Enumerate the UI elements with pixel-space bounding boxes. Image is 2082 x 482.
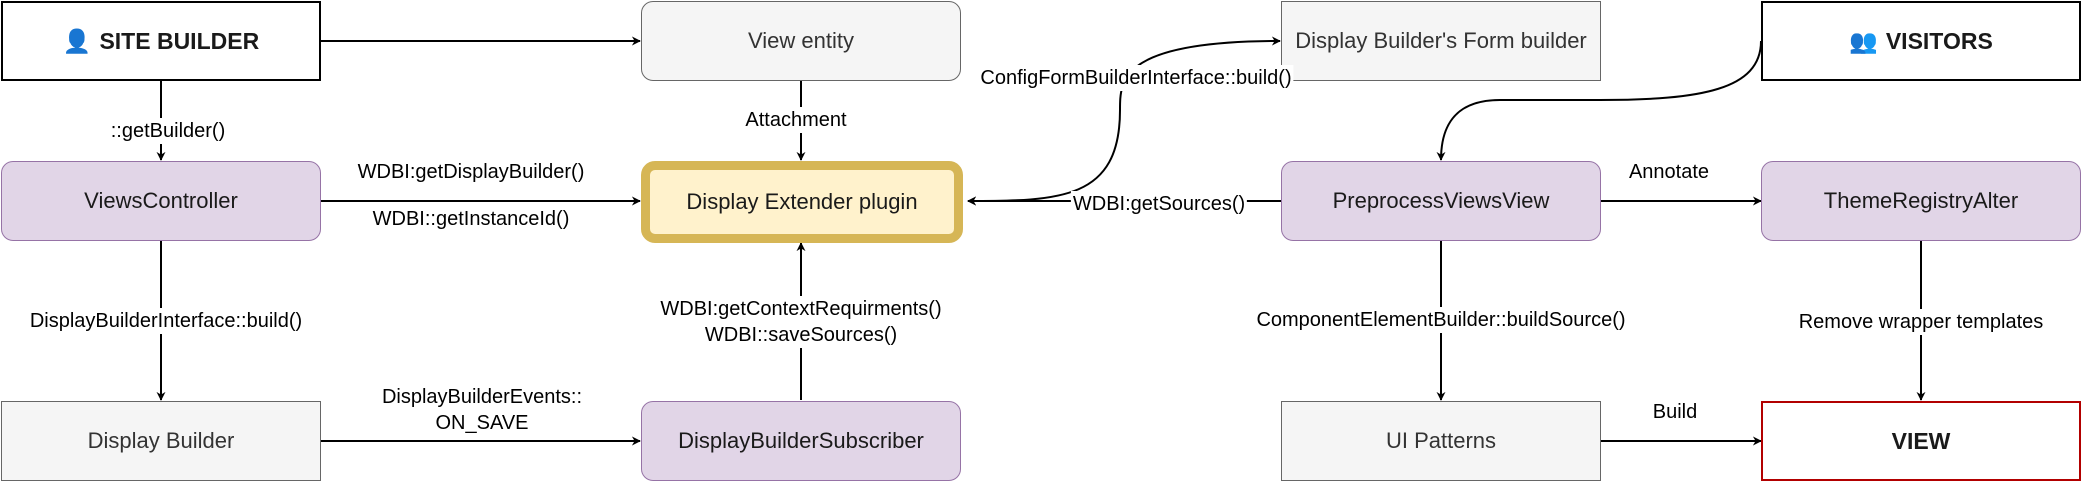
label-component-build-source: ComponentElementBuilder::buildSource() — [1254, 307, 1628, 333]
ui-patterns-node: UI Patterns — [1281, 401, 1601, 481]
theme-registry-alter-node: ThemeRegistryAlter — [1761, 161, 2081, 241]
label-config-form-build: ConfigFormBuilderInterface::build() — [978, 65, 1294, 91]
users-icon: 👥 — [1849, 27, 1878, 54]
views-controller-node: ViewsController — [1, 161, 321, 241]
label-get-sources: WDBI:getSources() — [1070, 191, 1248, 217]
site-builder-actor: 👤 SITE BUILDER — [1, 1, 321, 81]
label-build: Build — [1652, 401, 1698, 423]
label-save-sources-line2: WDBI::saveSources() — [704, 324, 898, 346]
label-events-on-save: DisplayBuilderEvents:: ON_SAVE — [382, 384, 582, 436]
view-output-node: VIEW — [1761, 401, 2081, 481]
label-get-instance-id: WDBI::getInstanceId() — [372, 208, 570, 230]
visitors-actor: 👥 VISITORS — [1761, 1, 2081, 81]
preprocess-views-view-node: PreprocessViewsView — [1281, 161, 1601, 241]
edge-form-builder-to-extender — [967, 36, 1281, 206]
site-builder-label: SITE BUILDER — [99, 27, 260, 54]
view-entity-node: View entity — [641, 1, 961, 81]
label-display-builder-build: DisplayBuilderInterface::build() — [27, 308, 305, 334]
label-events-on-save-line2: ON_SAVE — [435, 412, 529, 434]
label-annotate: Annotate — [1628, 161, 1710, 183]
edge-visitors-to-preprocess — [1436, 40, 1762, 161]
label-attachment: Attachment — [743, 107, 849, 133]
visitors-label: VISITORS — [1885, 27, 1993, 54]
display-builder-node: Display Builder — [1, 401, 321, 481]
label-context-requirements: WDBI:getContextRequirments() WDBI::saveS… — [658, 296, 944, 348]
display-extender-plugin-node: Display Extender plugin — [641, 161, 963, 243]
label-get-display-builder: WDBI:getDisplayBuilder() — [357, 161, 585, 183]
display-builder-subscriber-node: DisplayBuilderSubscriber — [641, 401, 961, 481]
label-get-builder: ::getBuilder() — [108, 118, 228, 144]
form-builder-node: Display Builder's Form builder — [1281, 1, 1601, 81]
label-remove-wrapper-templates: Remove wrapper templates — [1796, 309, 2046, 335]
label-context-requirements-line1: WDBI:getContextRequirments() — [660, 298, 942, 320]
label-events-on-save-line1: DisplayBuilderEvents:: — [381, 386, 583, 408]
user-icon: 👤 — [62, 27, 92, 54]
